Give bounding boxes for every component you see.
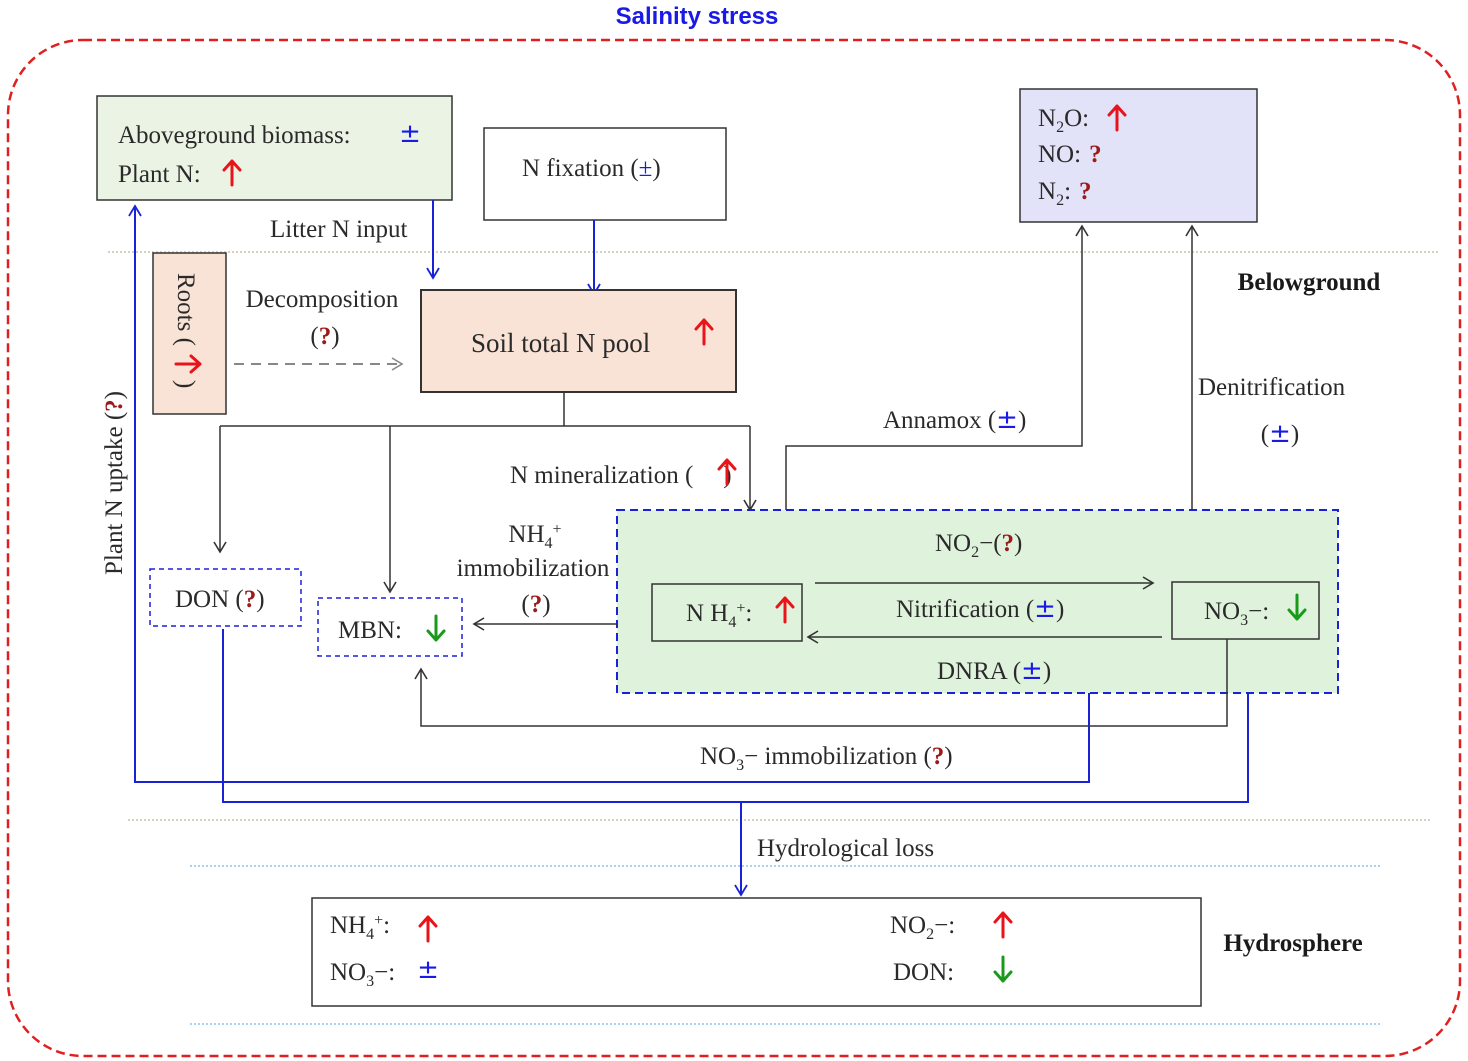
gaseous-loss-box	[1019, 88, 1258, 223]
hydro-no2-label: NO2−:	[890, 912, 955, 943]
annamox-label: Annamox (±)	[883, 405, 1026, 435]
denitrification-label: Denitrification	[1198, 374, 1346, 401]
hydro-no3-plus-minus-icon: ±	[417, 955, 439, 985]
plant-n-uptake-arrow	[128, 204, 1090, 783]
n2-label: N2:?	[1038, 178, 1092, 209]
no3-pool-box	[1171, 581, 1320, 640]
no3-immobilization-label: NO3− immobilization (?)	[700, 743, 953, 774]
hydro-no3-label: NO3−:	[330, 959, 395, 990]
no-label: NO:?	[1038, 141, 1102, 168]
hydrological-loss-collector	[222, 629, 1249, 803]
soil-total-n-pool-label: Soil total N pool	[471, 328, 650, 358]
mbn-pool-label: MBN:	[338, 617, 402, 644]
roots-label: Roots ()	[172, 273, 199, 388]
salinity-stress-frame	[6, 38, 1462, 1058]
hydrological-loss-label: Hydrological loss	[757, 835, 934, 862]
n-fixation-label: N fixation (±)	[522, 155, 661, 182]
no3-pool-label: NO3−:	[1204, 598, 1269, 629]
roots-box	[152, 252, 227, 415]
mbn-pool-box	[317, 597, 463, 657]
no2-intermediate-label: NO2−(?)	[935, 530, 1022, 561]
nh4-pool-box	[651, 583, 803, 642]
decomposition-label: Decomposition	[246, 286, 399, 313]
decomposition-status: (?)	[310, 323, 339, 350]
hydro-don-label: DON:	[893, 959, 954, 986]
diagram-title: Salinity stress	[616, 3, 779, 30]
nitrification-label: Nitrification (±)	[896, 594, 1064, 624]
plant-n-label: Plant N:	[118, 161, 201, 188]
soil-total-n-pool-box	[420, 289, 737, 393]
plant-n-uptake-label: Plant N uptake (?)	[101, 391, 128, 575]
aboveground-box	[96, 95, 453, 201]
hydro-nh4-label: NH4+:	[330, 912, 390, 943]
nh4-pool-label: N H4+:	[686, 600, 752, 631]
no3-immobilization-arrow	[414, 639, 1228, 727]
dnra-label: DNRA (±)	[937, 656, 1051, 686]
mineralization-arrow-up-icon	[717, 458, 737, 486]
n-fixation-box	[483, 127, 727, 221]
belowground-label: Belowground	[1238, 269, 1381, 296]
don-pool-box	[149, 568, 302, 627]
litter-n-input-label: Litter N input	[270, 216, 408, 243]
biomass-plus-minus-icon: ±	[399, 119, 421, 149]
hydrosphere-label: Hydrosphere	[1223, 930, 1362, 957]
nh4-immobilization-ion: NH4+	[508, 521, 561, 552]
n-mineralization-label: N mineralization ()	[510, 462, 732, 489]
nh4-immobilization-label: immobilization	[457, 555, 610, 582]
denitrification-status: (±)	[1261, 419, 1299, 449]
nh4-immobilization-status: (?)	[521, 591, 550, 618]
hydrosphere-box	[311, 897, 1202, 1007]
roots-arrow-up-icon	[174, 354, 202, 374]
don-pool-label: DON (?)	[175, 586, 265, 613]
n2o-label: N2O:	[1038, 105, 1089, 136]
aboveground-biomass-label: Aboveground biomass:	[118, 122, 351, 149]
